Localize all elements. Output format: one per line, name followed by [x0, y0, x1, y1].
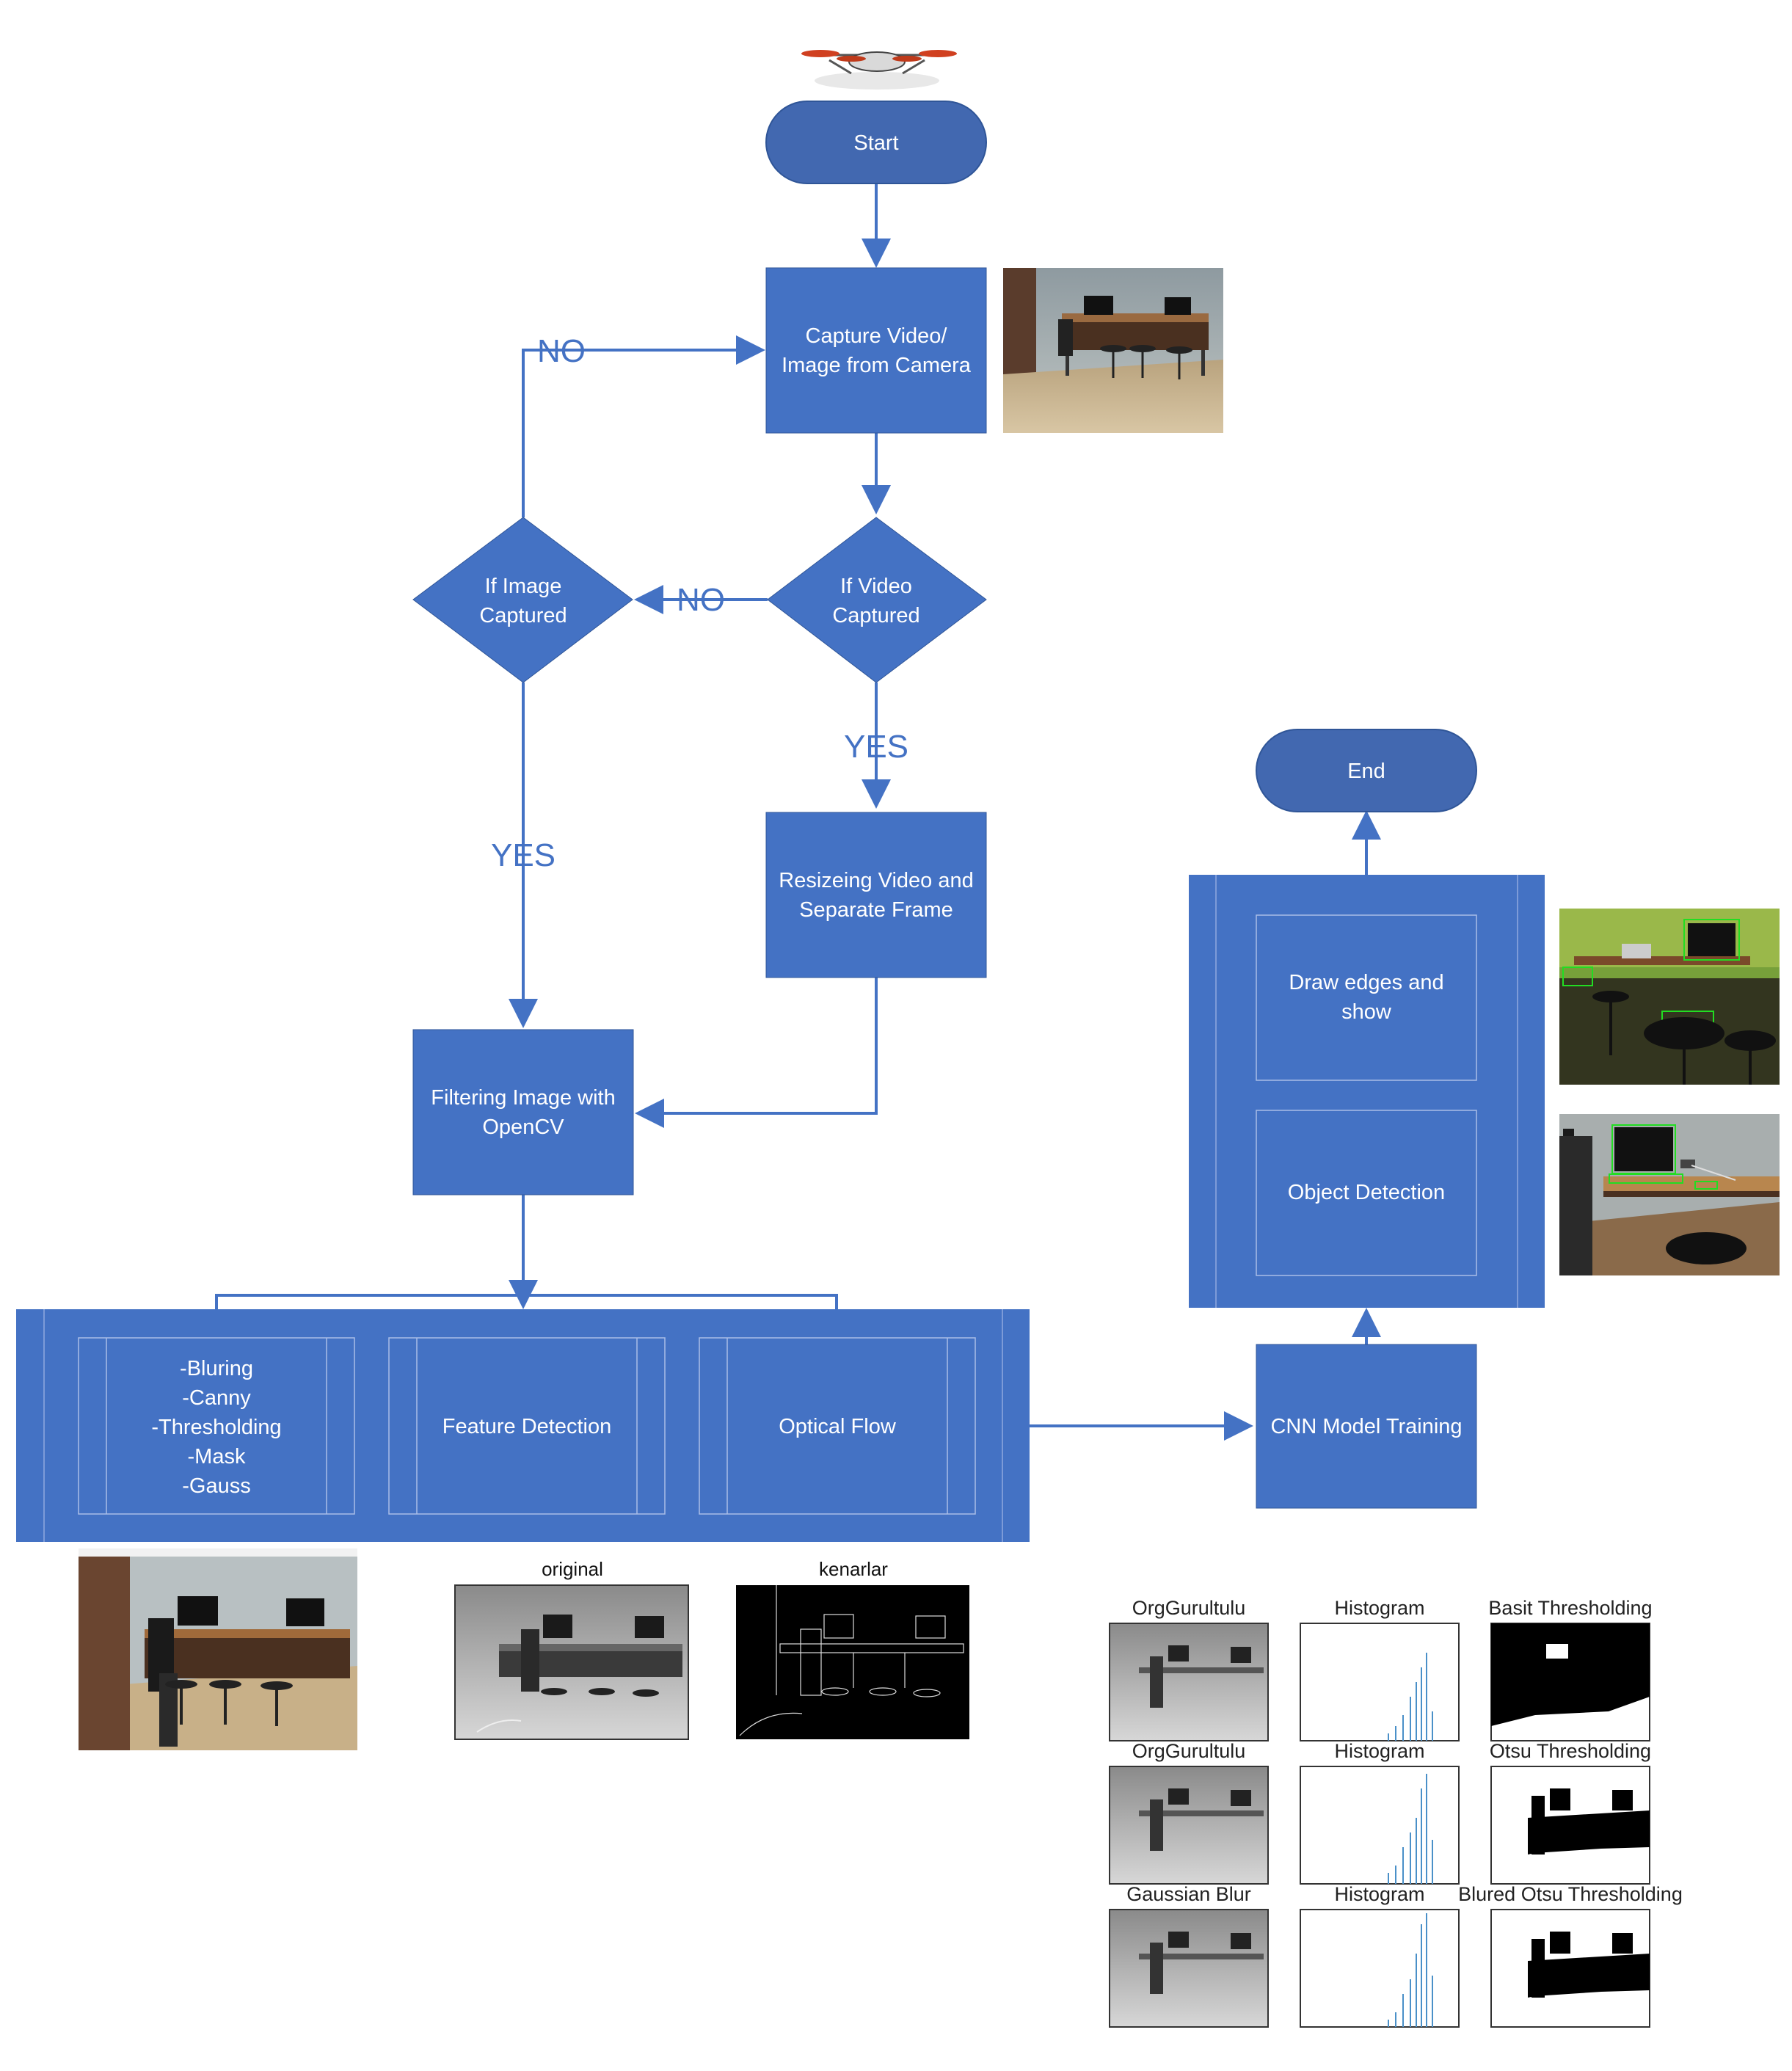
start-label: Start: [853, 131, 898, 155]
grid-title-r2c3: Otsu Thresholding: [1490, 1740, 1651, 1762]
ops-line1: -Bluring: [180, 1357, 253, 1380]
ops-line5: -Gauss: [182, 1474, 250, 1498]
draw-edges-photo: [1559, 909, 1780, 1085]
resize-label-line2: Separate Frame: [799, 898, 953, 922]
original-caption: original: [542, 1558, 603, 1580]
gray-thumb-3: [1109, 1909, 1269, 2028]
resize-label-line1: Resizeing Video and: [779, 869, 974, 892]
ops-line4: -Mask: [188, 1445, 246, 1468]
capture-label-line2: Image from Camera: [782, 354, 972, 377]
if-image-line2: Captured: [479, 604, 567, 627]
draw-label-line2: show: [1341, 1000, 1392, 1024]
filter-label-line1: Filtering Image with: [431, 1086, 615, 1110]
threshold-grid: OrgGurultulu Histogram Basit Thresholdin…: [1109, 1597, 1683, 2028]
gray-thumb-1: [1109, 1623, 1269, 1741]
optical-flow-box[interactable]: Optical Flow: [699, 1337, 976, 1515]
resize-box[interactable]: Resizeing Video and Separate Frame: [765, 812, 987, 978]
ops-line3: -Thresholding: [151, 1416, 281, 1439]
feature-detection-box[interactable]: Feature Detection: [388, 1337, 666, 1515]
connectors: [215, 183, 1381, 1441]
end-label: End: [1347, 760, 1385, 783]
optical-label: Optical Flow: [779, 1415, 897, 1438]
processing-container: [16, 1309, 1030, 1542]
detection-container: [1189, 875, 1545, 1308]
threshold-thumb-3: [1490, 1909, 1650, 2028]
grid-title-r3c3: Blured Otsu Thresholding: [1458, 1883, 1683, 1905]
draw-label-line1: Draw edges and: [1289, 971, 1443, 994]
object-detection-photo: [1559, 1114, 1780, 1275]
ops-line2: -Canny: [182, 1386, 251, 1410]
grid-title-r3c1: Gaussian Blur: [1126, 1883, 1251, 1905]
kenarlar-caption: kenarlar: [819, 1558, 888, 1580]
cnn-box[interactable]: CNN Model Training: [1256, 1344, 1477, 1509]
label-no-top: NO: [537, 333, 586, 369]
histogram-thumb-1: [1300, 1623, 1460, 1741]
if-video-line2: Captured: [832, 604, 919, 627]
start-terminal[interactable]: Start: [765, 101, 987, 184]
grid-title-r2c1: OrgGurultulu: [1132, 1740, 1246, 1762]
if-video-line1: If Video: [840, 575, 912, 598]
grid-title-r2c2: Histogram: [1334, 1740, 1424, 1762]
object-detection-box[interactable]: Object Detection: [1256, 1110, 1477, 1276]
cnn-label: CNN Model Training: [1270, 1415, 1462, 1438]
ops-box[interactable]: -Bluring -Canny -Thresholding -Mask -Gau…: [78, 1337, 355, 1515]
histogram-thumb-3: [1300, 1909, 1460, 2028]
original-gray-photo: [454, 1584, 689, 1740]
draw-edges-box[interactable]: Draw edges and show: [1256, 914, 1477, 1081]
gray-thumb-2: [1109, 1766, 1269, 1885]
object-label: Object Detection: [1288, 1181, 1445, 1204]
label-yes-video: YES: [844, 729, 908, 765]
feature-label: Feature Detection: [442, 1415, 612, 1438]
if-image-decision[interactable]: If Image Captured: [412, 517, 633, 683]
kenarlar-edges-photo: [736, 1585, 969, 1739]
if-image-line1: If Image: [485, 575, 562, 598]
threshold-thumb-1: [1490, 1623, 1650, 1741]
camera-capture-photo: [1003, 268, 1223, 433]
capture-label-line1: Capture Video/: [806, 324, 948, 348]
histogram-thumb-2: [1300, 1766, 1460, 1885]
capture-box[interactable]: Capture Video/ Image from Camera: [765, 267, 987, 434]
label-no-mid: NO: [677, 582, 725, 618]
filter-box[interactable]: Filtering Image with OpenCV: [412, 1029, 634, 1195]
drone-icon: [801, 50, 957, 90]
grid-title-r3c2: Histogram: [1334, 1883, 1424, 1905]
threshold-thumb-2: [1490, 1766, 1650, 1885]
processing-color-photo: [79, 1548, 357, 1750]
grid-title-r1c3: Basit Thresholding: [1488, 1597, 1652, 1619]
filter-label-line2: OpenCV: [482, 1115, 564, 1139]
grid-title-r1c1: OrgGurultulu: [1132, 1597, 1246, 1619]
if-video-decision[interactable]: If Video Captured: [767, 517, 987, 683]
grid-title-r1c2: Histogram: [1334, 1597, 1424, 1619]
label-yes-image: YES: [491, 837, 556, 873]
end-terminal[interactable]: End: [1256, 729, 1477, 812]
